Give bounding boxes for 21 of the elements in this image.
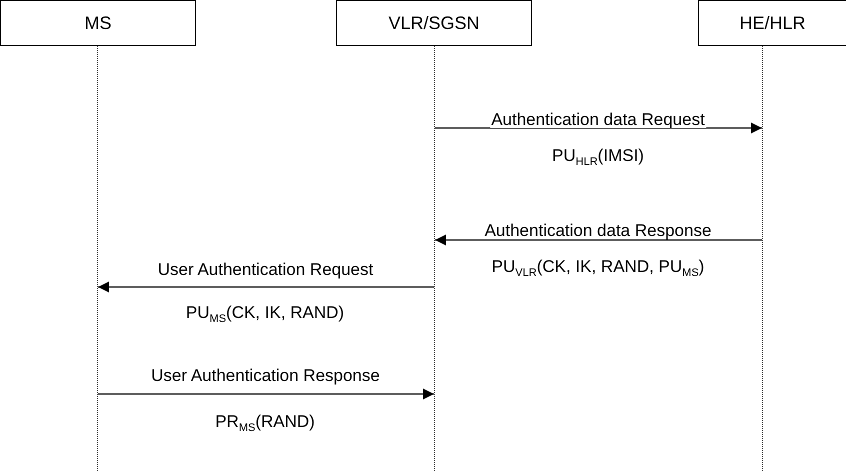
edge-label: Authentication data Response [484, 222, 712, 239]
message-parameters: PU$_{MS}$(CK, IK, RAND) [186, 304, 344, 321]
participant-box [0, 0, 196, 46]
participant-box [698, 0, 846, 46]
lifeline [762, 46, 763, 471]
message-arrow [98, 282, 434, 292]
participant-name: HE/HLR [739, 12, 806, 34]
edge-label: Authentication data Request [490, 111, 706, 128]
lifeline [97, 46, 98, 471]
edge-label: User Authentication Request [156, 261, 374, 278]
message-arrow [98, 388, 434, 400]
message-parameters: PR$_{MS}$(RAND) [215, 413, 315, 430]
lifeline [434, 46, 435, 471]
message-arrow [435, 122, 762, 134]
message-parameters: PU$_{HLR}$(IMSI) [552, 147, 644, 164]
message-parameters: PU$_{VLR}$(CK, IK, RAND, PU$_{MS}$) [492, 258, 704, 275]
edge-label: User Authentication Response [150, 367, 381, 384]
participant-name: VLR/SGSN [388, 12, 480, 34]
message-arrow [435, 234, 762, 246]
participant-box [336, 0, 532, 46]
participant-name: MS [84, 12, 112, 34]
